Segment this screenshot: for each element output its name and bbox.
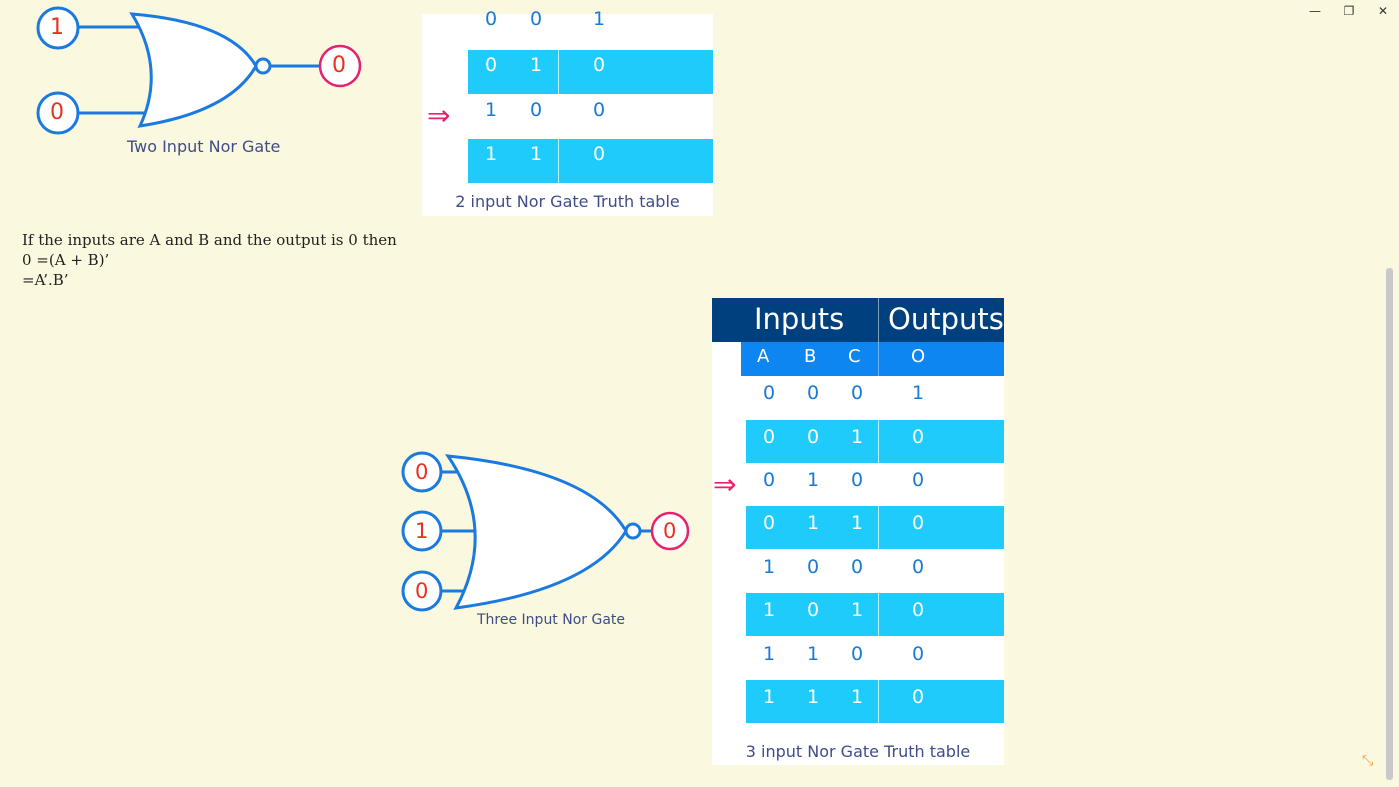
- cell-o: 0: [912, 599, 925, 621]
- two-input-nor-gate-diagram: [36, 6, 362, 135]
- gate3-input-c: 0: [415, 579, 429, 603]
- col-b-header: B: [804, 346, 817, 367]
- explanation-line-2: 0 =(A + B)’: [22, 251, 110, 269]
- resize-icon[interactable]: ⤡: [1362, 753, 1374, 769]
- cell-c: 0: [851, 643, 864, 665]
- cell-a: 1: [485, 143, 498, 165]
- cell-c: 0: [851, 382, 864, 404]
- tt3-caption: 3 input Nor Gate Truth table: [745, 742, 971, 761]
- close-icon[interactable]: ✕: [1377, 4, 1389, 18]
- cell-b: 0: [807, 599, 820, 621]
- cell-o: 1: [593, 8, 606, 30]
- col-c-header: C: [848, 346, 861, 367]
- current-row-arrow-icon: ⇒: [427, 99, 451, 132]
- gate2-input-a: 1: [50, 15, 64, 40]
- cell-a: 1: [763, 686, 776, 708]
- gate3-caption: Three Input Nor Gate: [477, 612, 626, 628]
- cell-o: 1: [912, 382, 925, 404]
- cell-o: 0: [912, 426, 925, 448]
- cell-a: 0: [485, 8, 498, 30]
- cell-b: 1: [807, 469, 820, 491]
- table-row: 0 1 1 0: [746, 506, 1004, 549]
- scrollbar-thumb[interactable]: [1386, 268, 1393, 780]
- gate2-caption: Two Input Nor Gate: [127, 137, 281, 156]
- table-row: 1 1 0 0: [746, 637, 1004, 680]
- two-input-truth-table: 0 0 1 0 1 0 1 0 0 1 1 0 2 input Nor Gate…: [422, 8, 713, 216]
- cell-b: 0: [807, 426, 820, 448]
- explanation-line-3: =A’.B’: [22, 271, 69, 289]
- cell-a: 0: [763, 469, 776, 491]
- table-row: 1 0 0: [468, 95, 713, 139]
- gate2-input-b: 0: [50, 100, 64, 125]
- cell-a: 0: [763, 512, 776, 534]
- cell-a: 0: [763, 426, 776, 448]
- cell-b: 1: [530, 143, 543, 165]
- table-row: 0 1 0: [468, 50, 713, 94]
- cell-c: 1: [851, 512, 864, 534]
- cell-a: 0: [485, 54, 498, 76]
- cell-o: 0: [912, 643, 925, 665]
- table-row: 1 1 0: [468, 139, 713, 183]
- cell-o: 0: [912, 512, 925, 534]
- explanation-line-1: If the inputs are A and B and the output…: [22, 231, 397, 249]
- table-row: 0 0 1 0: [746, 420, 1004, 463]
- vertical-scrollbar[interactable]: [1383, 0, 1395, 787]
- cell-c: 1: [851, 426, 864, 448]
- cell-o: 0: [912, 469, 925, 491]
- cell-a: 1: [485, 99, 498, 121]
- cell-b: 0: [530, 8, 543, 30]
- col-o-header: O: [911, 346, 926, 367]
- cell-c: 0: [851, 556, 864, 578]
- cell-c: 1: [851, 599, 864, 621]
- col-a-header: A: [757, 346, 770, 367]
- gate3-output: 0: [663, 519, 677, 543]
- cell-o: 0: [593, 143, 606, 165]
- cell-b: 1: [807, 512, 820, 534]
- cell-b: 1: [807, 686, 820, 708]
- three-input-nor-gate-diagram: [401, 451, 690, 612]
- cell-a: 1: [763, 599, 776, 621]
- table-row: 0 0 0 1: [746, 376, 1004, 419]
- table-row: 1 0 0 0: [746, 550, 1004, 593]
- tt2-caption: 2 input Nor Gate Truth table: [455, 192, 680, 211]
- cell-b: 0: [807, 382, 820, 404]
- cell-a: 1: [763, 643, 776, 665]
- three-input-truth-table: Inputs Outputs A B C O 0 0 0 1 0 0 1 0 0…: [712, 298, 1004, 765]
- cell-o: 0: [593, 54, 606, 76]
- header-outputs: Outputs: [888, 302, 1004, 336]
- cell-b: 1: [530, 54, 543, 76]
- gate3-input-b: 1: [415, 519, 429, 543]
- cell-o: 0: [912, 556, 925, 578]
- table-row: 0 0 1: [468, 4, 713, 48]
- table-row: 1 0 1 0: [746, 593, 1004, 636]
- gate2-output: 0: [332, 53, 346, 78]
- restore-icon[interactable]: ❐: [1343, 4, 1355, 18]
- header-inputs: Inputs: [754, 302, 845, 336]
- table-subheader: A B C O: [741, 342, 1004, 376]
- table-row: 1 1 1 0: [746, 680, 1004, 723]
- cell-o: 0: [593, 99, 606, 121]
- cell-o: 0: [912, 686, 925, 708]
- gate3-input-a: 0: [415, 460, 429, 484]
- cell-a: 0: [763, 382, 776, 404]
- table-header: Inputs Outputs: [712, 298, 1004, 342]
- minimize-icon[interactable]: —: [1309, 4, 1321, 18]
- cell-b: 0: [807, 556, 820, 578]
- cell-c: 1: [851, 686, 864, 708]
- cell-a: 1: [763, 556, 776, 578]
- current-row-arrow-icon: ⇒: [713, 468, 737, 501]
- cell-b: 1: [807, 643, 820, 665]
- cell-c: 0: [851, 469, 864, 491]
- cell-b: 0: [530, 99, 543, 121]
- table-row: 0 1 0 0: [746, 463, 1004, 506]
